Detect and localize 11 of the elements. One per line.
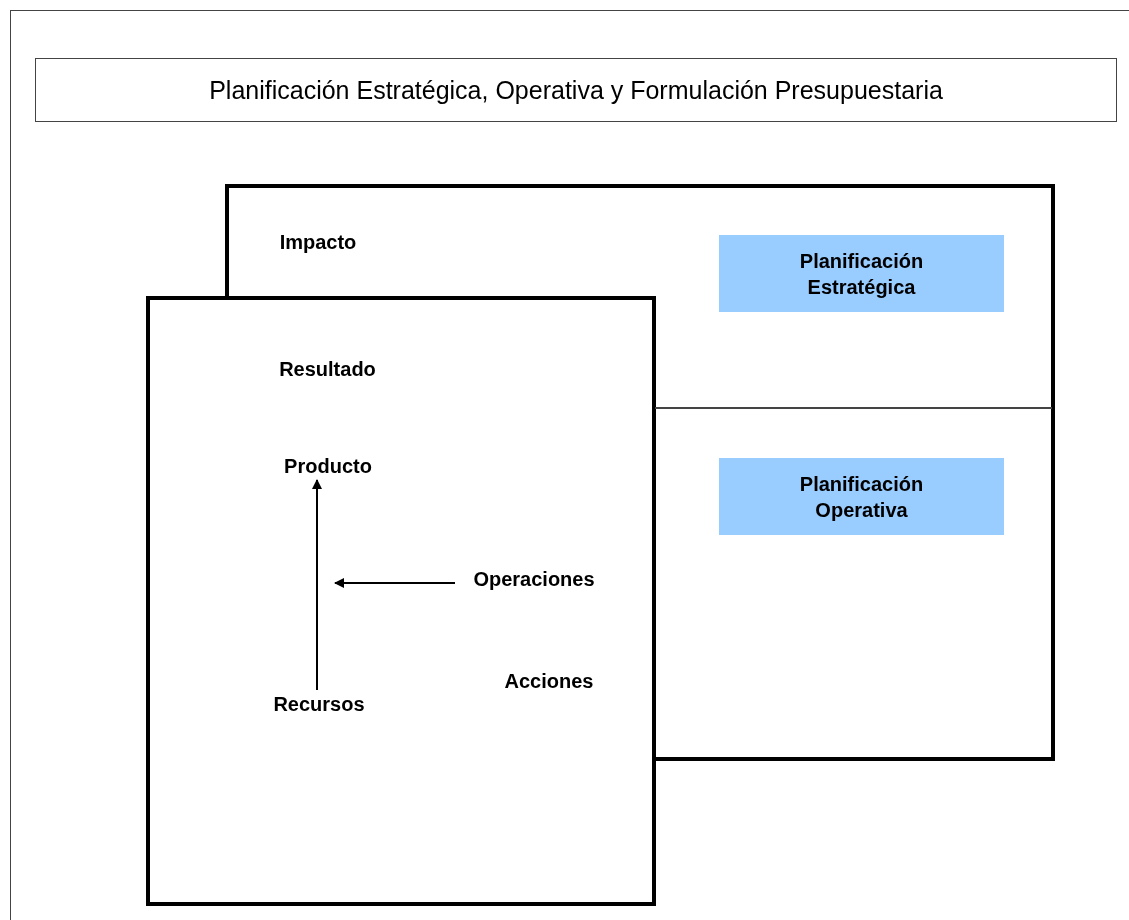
node-label: Recursos (260, 690, 378, 718)
label-box: Planificación Operativa (719, 458, 1004, 535)
label-box: Planificación Estratégica (719, 235, 1004, 312)
text-label: Resultado (278, 356, 377, 382)
node-label: Operaciones (455, 565, 613, 593)
node-label: Producto (272, 452, 384, 480)
arrow (312, 479, 322, 691)
title-box: Planificación Estratégica, Operativa y Formulación Presupuestaria (35, 58, 1117, 122)
arrow (334, 578, 456, 588)
text-label: Acciones (503, 668, 595, 694)
text-label: Impacto (278, 229, 358, 255)
